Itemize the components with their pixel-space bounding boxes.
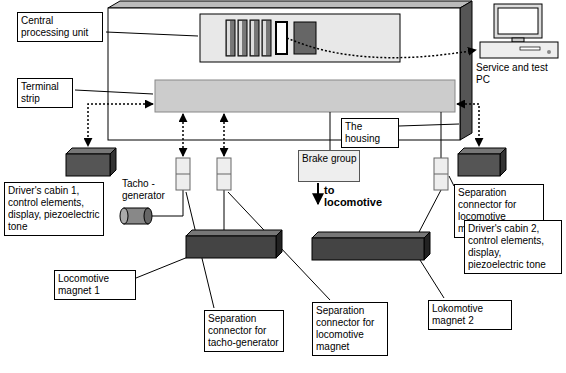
- callout-box: Separation connector for locomotive magn…: [312, 302, 388, 356]
- callout-box: Central processing unit: [17, 12, 103, 42]
- callout-box: Driver's cabin 2, control elements, disp…: [464, 220, 562, 274]
- callout-box: Driver's cabin 1, control elements, disp…: [4, 182, 104, 236]
- terminal-strip: [155, 80, 455, 112]
- node-text: Central processing unit: [21, 15, 99, 39]
- housing: [108, 1, 472, 140]
- service-link: [287, 38, 476, 58]
- callout-box: The housing: [341, 118, 399, 148]
- pc-icon: [480, 4, 558, 58]
- node-text: Driver's cabin 2, control elements, disp…: [468, 223, 558, 271]
- node-text: Separation connector for tacho-generator: [208, 313, 280, 349]
- node-text: Separation connector for locomotive magn…: [316, 305, 384, 353]
- callout-box: Separation connector for tacho-generator: [204, 310, 284, 352]
- callout-box: Terminal strip: [17, 78, 73, 108]
- callout-box: Locomotive magnet 1: [54, 270, 136, 300]
- node-text: Brake group: [302, 153, 356, 165]
- node-text: The housing: [345, 121, 395, 145]
- node-text: Locomotive magnet 1: [58, 273, 132, 297]
- node-text: Driver's cabin 1, control elements, disp…: [8, 185, 100, 233]
- drivers-cabin-1: [66, 148, 116, 176]
- label-text: to locomotive: [324, 184, 390, 208]
- drivers-cabin-2: [458, 148, 506, 176]
- brake-group-box: Brake group: [298, 150, 360, 182]
- node-text: Terminal strip: [21, 81, 69, 105]
- leader-lines: [75, 32, 459, 308]
- label-text: Tacho - generator: [122, 178, 170, 202]
- callout-box: Lokomotive magnet 2: [428, 300, 512, 330]
- label-text: Service and test PC: [476, 62, 564, 86]
- cpu-rack: [200, 14, 400, 62]
- tacho-generator: [120, 208, 152, 224]
- locomotive-magnet-1: [186, 230, 282, 258]
- node-text: Lokomotive magnet 2: [432, 303, 508, 327]
- locomotive-magnet-2: [312, 232, 430, 260]
- wires: [88, 104, 479, 234]
